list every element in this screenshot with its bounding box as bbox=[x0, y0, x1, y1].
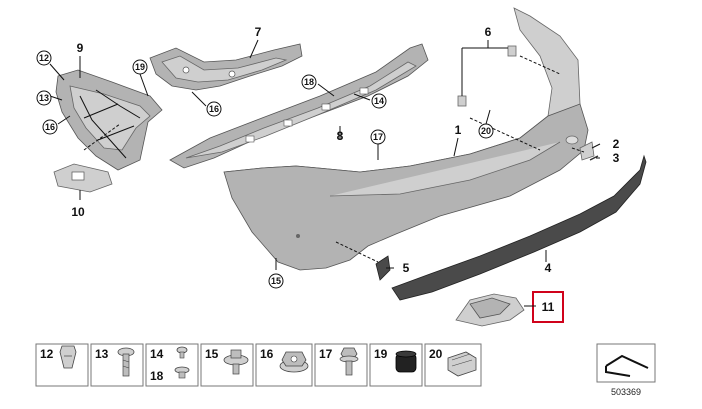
expanding-rivet-icon bbox=[174, 346, 190, 379]
svg-text:16: 16 bbox=[45, 122, 55, 132]
collar-screw-icon bbox=[223, 349, 249, 375]
svg-text:19: 19 bbox=[135, 62, 145, 72]
callout-9: 9 bbox=[77, 41, 84, 55]
callout-10: 10 bbox=[71, 205, 85, 219]
hex-nut-icon bbox=[279, 351, 309, 373]
svg-text:14: 14 bbox=[150, 347, 164, 361]
svg-text:14: 14 bbox=[374, 96, 384, 106]
svg-text:19: 19 bbox=[374, 347, 388, 361]
legend-cell-15[interactable]: 15 bbox=[200, 343, 254, 387]
legend-cell-17[interactable]: 17 bbox=[314, 343, 368, 387]
bumper-trim-panel-1 bbox=[223, 7, 589, 271]
bracket-11 bbox=[455, 293, 525, 327]
clip-6a bbox=[457, 95, 467, 107]
callout-circle-16-left: 16 bbox=[42, 119, 58, 135]
svg-text:15: 15 bbox=[271, 276, 281, 286]
svg-text:13: 13 bbox=[39, 93, 49, 103]
legend-cell-19[interactable]: 19 bbox=[369, 343, 423, 387]
rubber-buffer-icon bbox=[395, 350, 417, 373]
legend-cell-13[interactable]: 13 bbox=[90, 343, 144, 387]
legend-cell-20[interactable]: 20 bbox=[424, 343, 482, 387]
screw-icon bbox=[117, 347, 135, 377]
legend-cell-12[interactable]: 12 bbox=[35, 343, 89, 387]
svg-text:17: 17 bbox=[319, 347, 333, 361]
callout-8: 8 bbox=[337, 129, 344, 143]
clip-6b bbox=[507, 45, 517, 57]
legend-cell-16[interactable]: 16 bbox=[255, 343, 313, 387]
svg-text:18: 18 bbox=[150, 369, 164, 383]
leader-lines bbox=[49, 39, 601, 270]
bracket-2 bbox=[579, 141, 595, 161]
callout-circle-17: 17 bbox=[370, 129, 386, 145]
svg-text:17: 17 bbox=[373, 132, 383, 142]
svg-text:16: 16 bbox=[209, 104, 219, 114]
callout-circle-18: 18 bbox=[301, 74, 317, 90]
callout-5: 5 bbox=[403, 261, 410, 275]
document-reference: 503369 bbox=[596, 343, 656, 397]
callout-2: 2 bbox=[613, 137, 620, 151]
bracket-10 bbox=[53, 163, 113, 193]
clip-3 bbox=[589, 155, 599, 161]
callout-circle-14: 14 bbox=[371, 93, 387, 109]
callout-circle-16-mid: 16 bbox=[206, 101, 222, 117]
bracket-7 bbox=[149, 43, 303, 91]
bumper-carrier-8 bbox=[169, 43, 429, 169]
callout-3: 3 bbox=[613, 151, 620, 165]
bracket-5 bbox=[375, 255, 391, 281]
svg-text:16: 16 bbox=[260, 347, 274, 361]
callout-circle-19: 19 bbox=[132, 59, 148, 75]
svg-text:20: 20 bbox=[481, 126, 491, 136]
callout-7: 7 bbox=[255, 25, 262, 39]
highlight-box bbox=[532, 291, 564, 323]
clip-icon bbox=[447, 351, 477, 377]
svg-text:20: 20 bbox=[429, 347, 443, 361]
svg-text:18: 18 bbox=[304, 77, 314, 87]
callout-6: 6 bbox=[485, 25, 492, 39]
callout-circle-13: 13 bbox=[36, 90, 52, 106]
highlighted-callout-11[interactable]: 11 bbox=[524, 291, 564, 323]
callout-1: 1 bbox=[455, 123, 462, 137]
legend-cell-14-18[interactable]: 14 18 bbox=[145, 343, 199, 387]
svg-text:12: 12 bbox=[40, 347, 54, 361]
svg-text:13: 13 bbox=[95, 347, 109, 361]
callout-circle-20: 20 bbox=[478, 123, 494, 139]
callout-4: 4 bbox=[545, 261, 552, 275]
bracket-assembly-9 bbox=[55, 69, 163, 171]
diffuser-4 bbox=[391, 154, 647, 301]
clip-nut-icon bbox=[59, 345, 77, 369]
fastener-legend: 12 13 14 18 bbox=[35, 343, 482, 387]
callout-11: 11 bbox=[542, 300, 555, 314]
callout-circle-12: 12 bbox=[36, 50, 52, 66]
arrow-symbol-icon bbox=[605, 354, 649, 377]
callout-circle-15: 15 bbox=[268, 273, 284, 289]
svg-text:12: 12 bbox=[39, 53, 49, 63]
svg-text:15: 15 bbox=[205, 347, 219, 361]
hex-bolt-icon bbox=[339, 347, 359, 376]
doc-number: 503369 bbox=[611, 387, 641, 397]
